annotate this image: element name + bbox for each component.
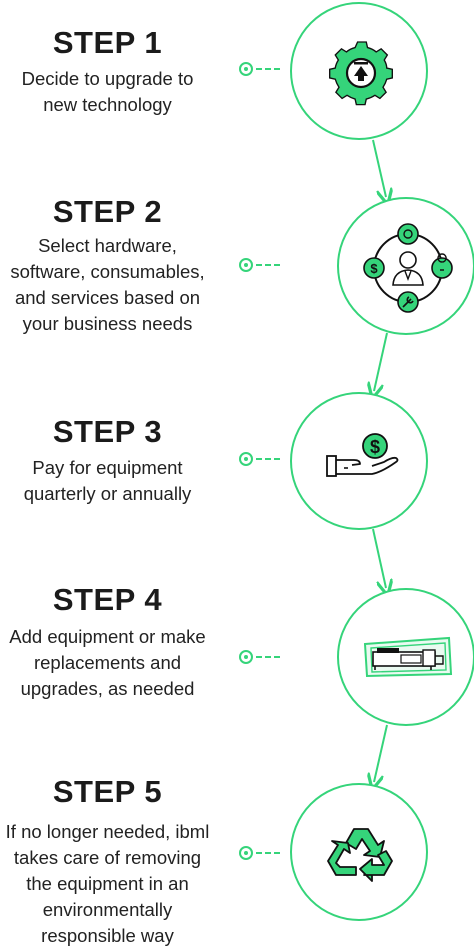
step-description-line: new technology [43, 94, 172, 115]
step-description: If no longer needed, ibml takes care of … [0, 819, 215, 949]
step-description: Add equipment or make replacements and u… [0, 624, 215, 702]
step-description-line: Decide to upgrade to [21, 68, 194, 89]
timeline-node [239, 62, 253, 76]
recycle-icon [327, 828, 393, 882]
connector-arrow-1-2 [372, 139, 386, 197]
step-description-line: software, consumables, [10, 261, 205, 282]
step-description: Decide to upgrade to new technology [0, 66, 215, 118]
step-description-line: responsible way [41, 925, 174, 946]
svg-text:$: $ [370, 261, 378, 276]
step-description-line: Pay for equipment [32, 457, 183, 478]
step-title: STEP 1 [52, 25, 163, 60]
timeline-node [239, 452, 253, 466]
scanner-equipment-icon [363, 636, 453, 678]
gear-upload-icon [329, 41, 393, 106]
dashed-connector [256, 656, 280, 658]
step-description: Pay for equipment quarterly or annually [0, 455, 215, 507]
dashed-connector [256, 852, 280, 854]
dashed-connector [256, 68, 280, 70]
step-title: STEP 4 [52, 582, 163, 617]
step-description-line: and services based on [14, 287, 201, 308]
connector-arrow-3-4 [372, 528, 386, 588]
step-description-line: If no longer needed, ibml [5, 821, 210, 842]
step-title: STEP 2 [52, 194, 163, 229]
svg-text:$: $ [370, 437, 380, 457]
step-description-line: Add equipment or make [9, 626, 206, 647]
dashed-connector [256, 264, 280, 266]
timeline-node [239, 258, 253, 272]
hand-dollar-icon: $ [326, 433, 399, 477]
step-description-line: takes care of removing [13, 847, 202, 868]
timeline-node [239, 650, 253, 664]
connector-arrow-4-5 [374, 724, 388, 782]
connector-arrow-2-3 [374, 332, 388, 391]
step-icon-circle [290, 2, 428, 140]
dashed-connector [256, 458, 280, 460]
step-icon-circle: $ [290, 392, 428, 530]
step-description-line: environmentally [42, 899, 173, 920]
step-description-line: upgrades, as needed [20, 678, 195, 699]
step-icon-circle: $ [337, 197, 474, 335]
step-description-line: your business needs [22, 313, 193, 334]
consultant-services-icon: $ [363, 223, 453, 313]
step-title: STEP 5 [52, 774, 163, 809]
step-title: STEP 3 [52, 414, 163, 449]
step-description-line: the equipment in an [26, 873, 189, 894]
step-icon-circle [337, 588, 474, 726]
step-icon-circle [290, 783, 428, 921]
step-description-line: Select hardware, [38, 235, 177, 256]
timeline-node [239, 846, 253, 860]
step-description-line: quarterly or annually [23, 483, 192, 504]
step-description: Select hardware, software, consumables, … [0, 233, 215, 337]
step-description-line: replacements and [33, 652, 182, 673]
